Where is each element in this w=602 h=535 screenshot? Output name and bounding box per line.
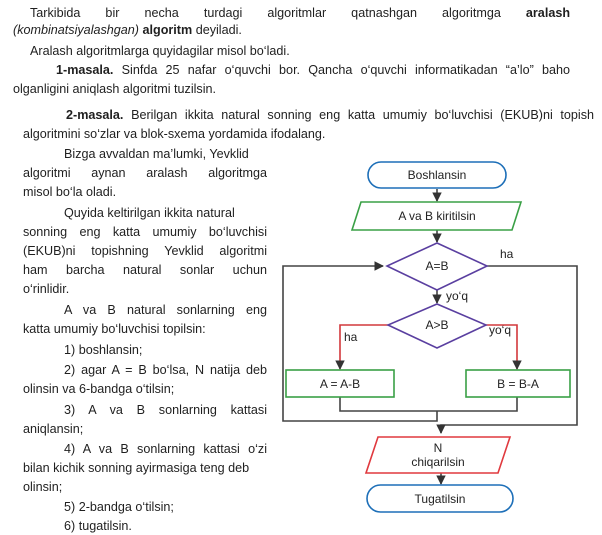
intro-text-c: deyiladi. <box>195 23 242 37</box>
output-label-2: chiqarilsin <box>411 455 464 469</box>
body-line-5: (EKUB)ni topishning Yevklid algoritmi <box>23 244 267 258</box>
body-line-1: algoritmi aynan aralash algoritmga <box>23 166 267 180</box>
process-a-minus-b <box>285 369 395 398</box>
body-line-9: katta umumiy bo‘luvchisi topilsin: <box>23 322 206 336</box>
masala1-line-2: olganligini aniqlash algoritmi tuzilsin. <box>13 82 217 96</box>
decision-equal-yes-label: ha <box>500 247 514 261</box>
masala1-text-1: Sinfda 25 nafar o‘quvchi bor. Qancha o‘q… <box>121 63 570 77</box>
intro-term-aralash: aralash <box>525 6 571 20</box>
output-parallelogram <box>364 436 512 474</box>
intro-line-2: (kombinatsiyalashgan) algoritm deyiladi. <box>13 22 242 39</box>
intro-term-kombinatsiya: (kombinatsiyalashgan) <box>13 23 139 37</box>
masala1-label: 1-masala. <box>56 63 114 77</box>
body-line-10: 1) boshlansin; <box>64 343 143 357</box>
body-line-17: olinsin; <box>23 480 63 494</box>
body-line-7: o‘rinlidir. <box>23 282 70 296</box>
input-parallelogram <box>350 201 523 231</box>
intro-text-a: Tarkibida bir necha turdagi algoritmlar … <box>30 6 501 20</box>
intro-line-3: Aralash algoritmlarga quyidagilar misol … <box>30 44 290 58</box>
body-line-4: sonning eng katta umumiy bo‘luvchisi <box>23 225 267 239</box>
end-terminal <box>366 484 514 513</box>
decision-greater <box>386 303 488 349</box>
process-b-minus-a-label: B = B-A <box>497 377 539 391</box>
body-line-15: 4) A va B sonlarning kattasi o‘zi <box>64 442 267 456</box>
arrow-loop-back <box>282 261 438 422</box>
decision-greater-label: A>B <box>425 318 448 332</box>
arrow-cond1-yes-to-output <box>436 265 578 434</box>
decision-equal-no-label: yo‘q <box>446 289 468 303</box>
body-line-3: Quyida keltirilgan ikkita natural <box>64 206 235 220</box>
body-line-0: Bizga avvaldan ma’lumki, Yevklid <box>64 147 249 161</box>
process-a-minus-b-label: A = A-B <box>320 377 360 391</box>
decision-equal-label: A=B <box>425 259 448 273</box>
start-terminal <box>367 161 507 189</box>
decision-equal <box>385 242 489 291</box>
merge-line <box>339 397 518 412</box>
body-line-2: misol bo‘la oladi. <box>23 185 117 199</box>
masala1-line-1: 1-masala. Sinfda 25 nafar o‘quvchi bor. … <box>56 62 570 79</box>
body-line-11: 2) agar A = B bo‘lsa, N natija deb <box>64 363 267 377</box>
arrow-cond2-no-to-right <box>486 324 522 370</box>
input-label: A va B kiritilsin <box>398 209 475 223</box>
body-line-18: 5) 2-bandga o‘tilsin; <box>64 500 174 514</box>
body-line-19: 6) tugatilsin. <box>64 519 132 533</box>
body-line-6: ham barcha natural sonlar uchun <box>23 263 267 277</box>
body-line-13: 3) A va B sonlarning kattasi <box>64 403 267 417</box>
body-line-14: aniqlansin; <box>23 422 84 436</box>
arrow-cond2-yes-to-left <box>335 324 388 370</box>
masala2-text-1: Berilgan ikkita natural sonning eng katt… <box>131 108 594 122</box>
intro-term-algoritm: algoritm <box>142 23 193 37</box>
intro-line-1: Tarkibida bir necha turdagi algoritmlar … <box>30 5 570 22</box>
masala2-label: 2-masala. <box>66 108 124 122</box>
decision-greater-no-label: yo‘q <box>489 323 511 337</box>
masala2-line-1: 2-masala. Berilgan ikkita natural sonnin… <box>66 107 594 124</box>
body-line-12: olinsin va 6-bandga o‘tilsin; <box>23 382 175 396</box>
start-label: Boshlansin <box>408 168 467 182</box>
masala2-line-2: algoritmini so‘zlar va blok-sxema yordam… <box>23 127 326 141</box>
body-line-16: bilan kichik sonning ayirmasiga teng deb <box>23 461 250 475</box>
decision-greater-yes-label: ha <box>344 330 358 344</box>
output-label-1: N <box>434 441 443 455</box>
process-b-minus-a <box>465 369 571 398</box>
body-line-8: A va B natural sonlarning eng <box>64 303 267 317</box>
end-label: Tugatilsin <box>415 492 466 506</box>
